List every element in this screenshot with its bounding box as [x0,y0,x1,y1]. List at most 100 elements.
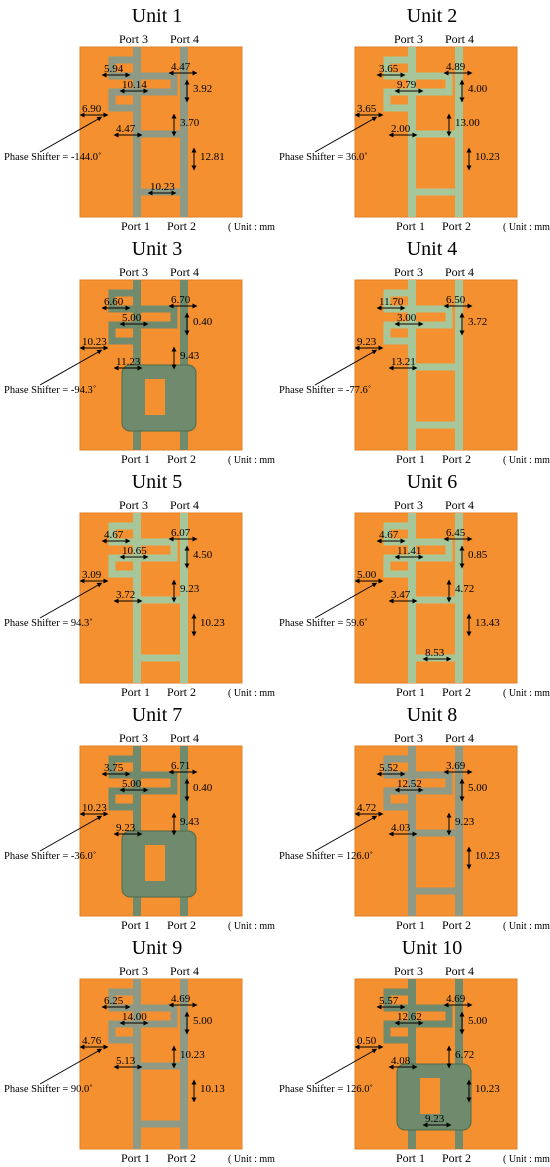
port-1-label: Port 1 [121,219,150,233]
dimension-label: 10.14 [122,79,147,91]
dimension-label: 4.50 [193,549,213,561]
dimension-mark: 6.25 [101,995,131,1010]
dimension-mark: 4.69 [443,993,473,1008]
phase-shifter-label: Phase Shifter = 126.0˚ [279,851,373,862]
dimension-mark: 3.72 [113,589,143,604]
dimension-mark: 4.76 [79,1035,109,1050]
unit-title: Unit 4 [407,238,458,260]
dimension-label: 3.72 [116,589,135,601]
dimension-label: 3.65 [357,103,377,115]
port-4-label: Port 4 [170,964,199,978]
dimension-mark: 10.13 [191,1079,225,1103]
dimension-label: 14.00 [122,1011,147,1023]
dimension-mark: 0.50 [354,1035,384,1050]
unit-note: ( Unit : mm ) [503,455,550,466]
port-2-label: Port 2 [442,452,471,466]
dimension-label: 3.70 [180,117,200,129]
port-1-label: Port 1 [396,219,425,233]
dimension-label: 13.43 [475,617,500,629]
dimension-mark: 5.00 [459,1011,488,1035]
dimension-label: 9.23 [357,336,377,348]
dimension-mark: 6.71 [168,760,198,775]
phase-leader-arrow [314,116,378,153]
dimension-mark: 5.00 [119,312,149,327]
dimension-mark: 9.43 [171,346,200,370]
unit-title: Unit 1 [132,5,183,27]
dimension-label: 12.81 [200,151,225,163]
unit-note: ( Unit : mm ) [228,222,275,233]
dimension-mark: 12.62 [394,1011,424,1026]
unit-note: ( Unit : mm ) [228,688,275,699]
port-4-label: Port 4 [445,32,474,46]
dimension-mark: 2.00 [388,123,418,138]
port-4-label: Port 4 [170,265,199,279]
unit-title: Unit 9 [132,937,183,959]
port-3-label: Port 3 [119,32,148,46]
dimension-label: 0.50 [357,1035,377,1047]
dimension-label: 6.25 [104,995,124,1007]
dimension-mark: 9.23 [422,1113,452,1128]
phase-leader-arrow [314,815,378,852]
meander-line [108,515,178,596]
dimension-label: 4.72 [455,583,474,595]
dimension-label: 4.47 [171,61,191,73]
dimension-label: 5.00 [357,569,377,581]
port-3-label: Port 3 [394,265,423,279]
dimension-label: 4.69 [171,993,191,1005]
dimension-mark: 3.47 [388,589,418,604]
dimension-mark: 4.08 [388,1055,418,1070]
port-1-label: Port 1 [396,918,425,932]
dimension-mark: 10.23 [466,147,500,171]
meander-line [383,515,453,596]
unit-title: Unit 6 [407,471,458,493]
dimension-label: 9.23 [425,1113,445,1125]
dimension-mark: 4.47 [113,123,143,138]
dimension-label: 3.47 [391,589,411,601]
dimension-mark: 0.85 [459,545,488,569]
dimension-label: 3.09 [82,569,102,581]
port-3-label: Port 3 [394,32,423,46]
dimension-label: 13.21 [391,356,416,368]
dimension-mark: 4.00 [459,79,488,103]
dimension-label: 10.23 [200,617,225,629]
dimension-mark: 12.52 [394,778,424,793]
dimension-mark: 9.79 [394,79,424,94]
dimension-mark: 5.13 [113,1055,143,1070]
dimension-label: 10.23 [475,850,500,862]
coupler-ring [408,363,463,429]
dimension-label: 6.71 [171,760,190,772]
port-2-label: Port 2 [442,1151,471,1165]
phase-leader-arrow [39,582,103,619]
phase-shifter-label: Phase Shifter = 36.0˚ [279,152,368,163]
dimension-mark: 10.23 [79,336,109,351]
port-2-label: Port 2 [442,219,471,233]
dimension-mark: 5.57 [376,995,406,1010]
dimension-label: 4.03 [391,822,411,834]
dimension-mark: 4.03 [388,822,418,837]
dimension-label: 3.75 [104,762,124,774]
dimension-mark: 9.23 [171,579,200,603]
dimension-mark: 4.69 [168,993,198,1008]
phase-leader-arrow [314,349,378,386]
port-1-label: Port 1 [396,452,425,466]
phase-leader-arrow [39,116,103,153]
dimension-mark: 0.40 [184,778,213,802]
dimension-label: 10.23 [475,1083,500,1095]
unit-note: ( Unit : mm ) [503,222,550,233]
port-2-label: Port 2 [167,685,196,699]
port-2-label: Port 2 [442,918,471,932]
dimension-mark: 6.07 [168,527,198,542]
dimension-mark: 4.47 [168,61,198,76]
dimension-mark: 9.23 [446,812,475,836]
port-4-label: Port 4 [445,731,474,745]
phase-leader-arrow [39,1048,103,1085]
